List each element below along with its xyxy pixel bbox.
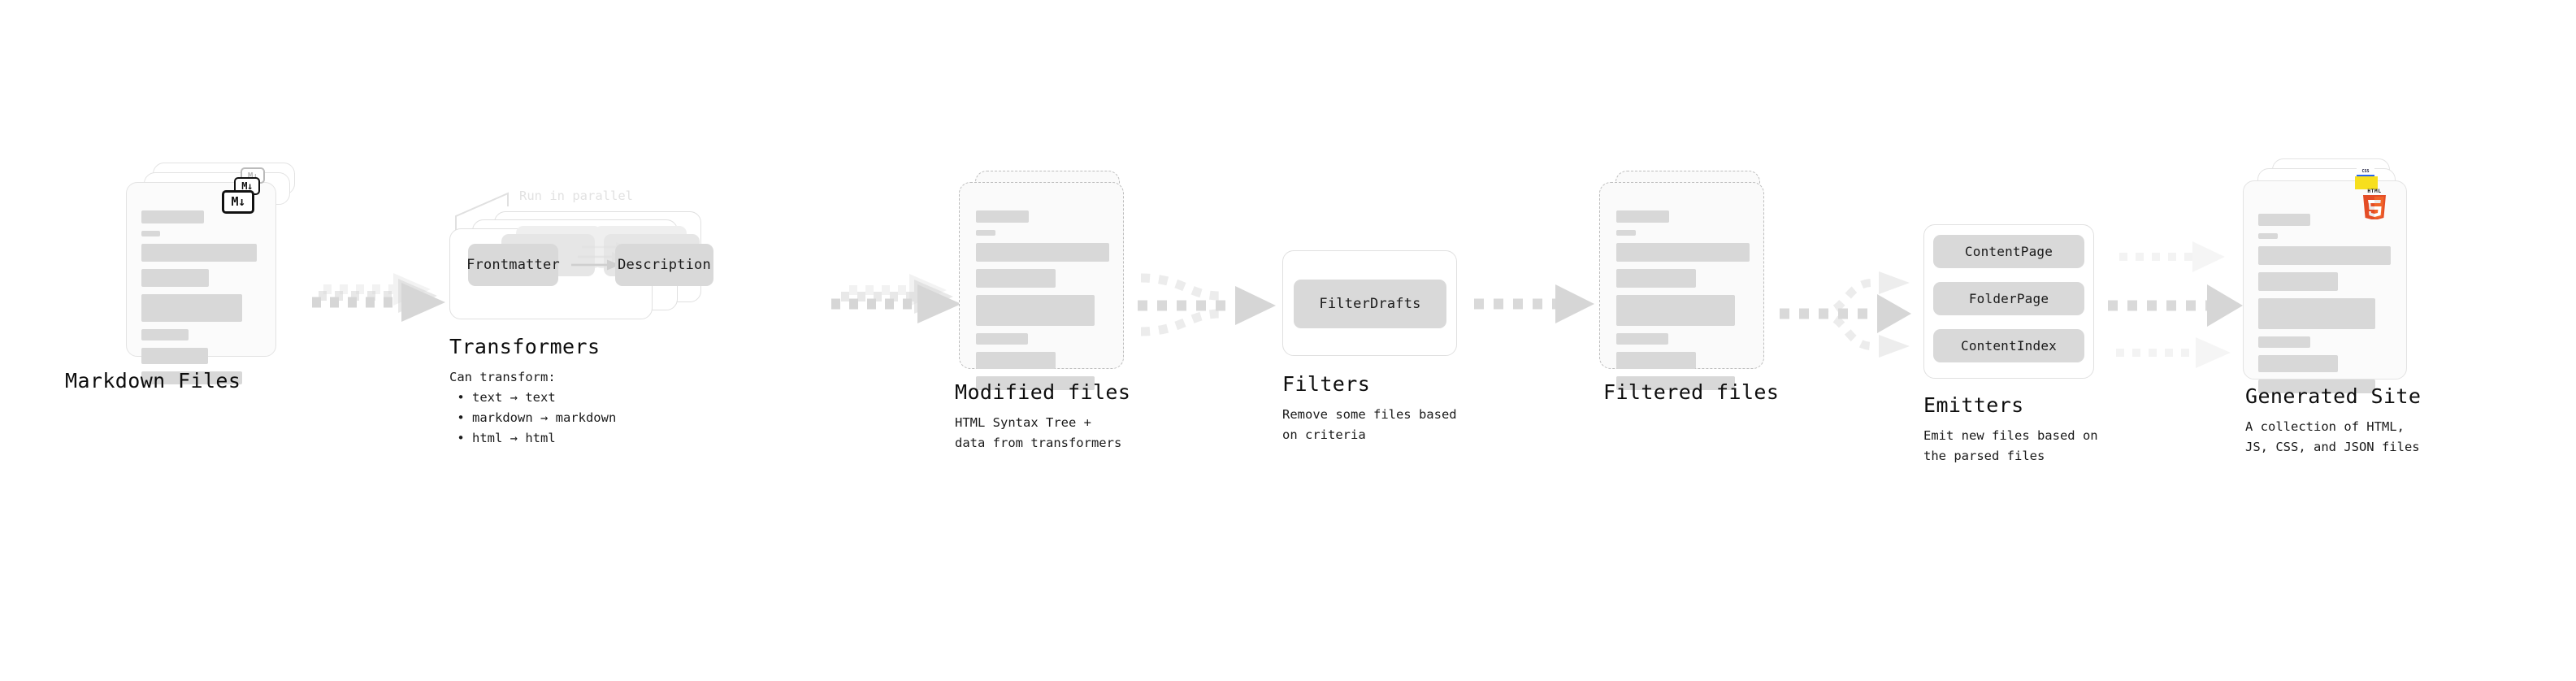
stage-title-modified: Modified files — [955, 380, 1131, 404]
connector-filtered-to-emitters — [1780, 271, 1911, 358]
run-in-parallel-label: Run in parallel — [519, 189, 633, 203]
css-badge-icon: CSS — [2357, 167, 2374, 177]
markdown-doc-front — [126, 182, 276, 384]
connector-markdown-to-transformers — [312, 273, 445, 322]
markdown-badge-icon: M↓ — [222, 190, 254, 214]
stage-subtitle-transformers: Can transform: • text → text • markdown … — [449, 370, 617, 446]
stage-title-markdown: Markdown Files — [65, 369, 241, 393]
generated-doc-front-html — [2243, 180, 2407, 393]
filtered-doc-front — [1599, 182, 1764, 390]
stage-title-generated-site: Generated Site — [2245, 384, 2422, 408]
connector-modified-to-filters — [1138, 273, 1276, 336]
emitters-pill-contentpage[interactable]: ContentPage — [1933, 235, 2084, 268]
transformer-pill-description[interactable]: Description — [615, 244, 713, 286]
run-in-parallel-bracket — [455, 192, 509, 237]
connector-filters-to-filtered — [1474, 284, 1594, 323]
stage-subtitle-modified: HTML Syntax Tree + data from transformer… — [955, 415, 1122, 451]
svg-text:HTML: HTML — [2367, 189, 2381, 194]
emitters-pill-contentindex[interactable]: ContentIndex — [1933, 329, 2084, 362]
js-badge-icon — [2355, 176, 2378, 189]
modified-file-stack — [959, 171, 1134, 439]
transformer-pill-frontmatter[interactable]: Frontmatter — [466, 244, 560, 286]
modified-doc-front — [959, 182, 1124, 390]
markdown-skeleton-bars — [141, 210, 261, 384]
stage-subtitle-emitters: Emit new files based on the parsed files — [1923, 428, 2098, 464]
stage-title-emitters: Emitters — [1923, 393, 2024, 417]
markdown-file-stack: M↓ M↓ M↓ — [126, 163, 301, 431]
emitters-pill-folderpage[interactable]: FolderPage — [1933, 282, 2084, 315]
stage-subtitle-filters: Remove some files based on criteria — [1282, 407, 1457, 443]
filtered-file-stack — [1599, 171, 1774, 439]
html5-badge-icon: HTML — [2361, 187, 2388, 220]
connector-emitters-to-site — [2108, 241, 2243, 368]
generated-skeleton-bars — [2258, 214, 2392, 393]
stage-title-filtered: Filtered files — [1603, 380, 1780, 404]
stage-subtitle-generated-site: A collection of HTML, JS, CSS, and JSON … — [2245, 419, 2420, 455]
transformer-inner-arrow — [571, 259, 620, 271]
stage-title-transformers: Transformers — [449, 335, 601, 358]
generated-site-stack: CSS HTML — [2243, 158, 2430, 435]
connector-transformers-to-modified — [831, 274, 961, 323]
filters-pill-filterdrafts[interactable]: FilterDrafts — [1294, 280, 1446, 328]
stage-title-filters: Filters — [1282, 372, 1371, 396]
modified-skeleton-bars — [976, 210, 1109, 390]
filtered-skeleton-bars — [1616, 210, 1750, 390]
